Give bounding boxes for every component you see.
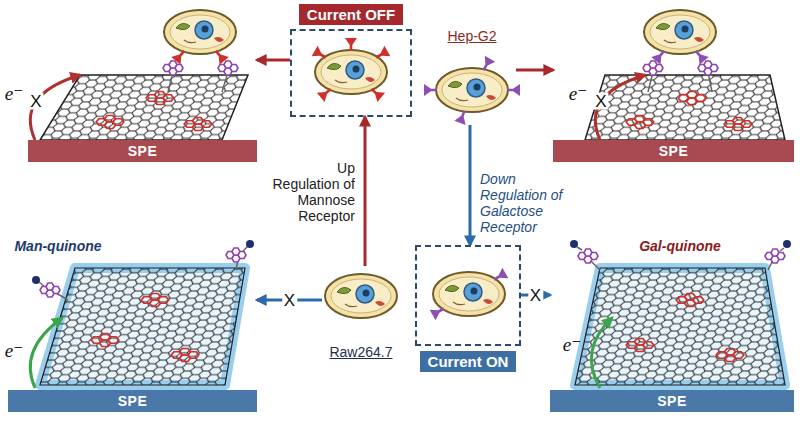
- electron-arrow: [591, 318, 612, 388]
- probe-label: Man-quinone: [14, 238, 101, 254]
- graphene-sheet: [40, 61, 248, 140]
- electrode-bar: SPE: [553, 140, 794, 162]
- graphene-sheet: [32, 240, 254, 385]
- state-panel: Current OFF: [290, 4, 412, 117]
- electrode-bar: SPE: [550, 390, 794, 412]
- electrode-bar: SPE: [28, 140, 257, 162]
- electrode-bar: SPE: [8, 390, 257, 412]
- dashed-frame: [290, 29, 412, 117]
- electron-label: e⁻: [5, 84, 23, 103]
- graphene-sheet: [570, 240, 791, 385]
- bound-cell: [644, 10, 716, 65]
- electron-label: e⁻: [569, 84, 587, 103]
- state-tab: Current ON: [420, 351, 517, 372]
- electron-label: e⁻: [563, 335, 581, 354]
- macrophage-cell: [325, 274, 397, 318]
- electrode-assembly: SPE: [550, 230, 794, 412]
- electron-arrow: [30, 318, 62, 388]
- regulation-arrow: [516, 69, 553, 72]
- block-mark: X: [593, 93, 608, 110]
- block-mark: X: [528, 287, 543, 304]
- electrode-assembly: SPE: [8, 230, 257, 412]
- electrode-assembly: SPE: [28, 0, 257, 162]
- edge-label: Down Regulation of Galactose Receptor: [480, 171, 576, 235]
- block-mark: X: [282, 292, 297, 309]
- regulation-arrow: [257, 59, 290, 62]
- probe-label: Gal-quinone: [639, 238, 721, 254]
- electrode-assembly: SPE: [553, 0, 794, 162]
- regulation-arrow: [469, 125, 472, 245]
- graphene-sheet: [585, 61, 785, 140]
- block-mark: X: [28, 93, 43, 110]
- cell-line: Raw264.7: [322, 266, 400, 360]
- cell-line: Hep-G2: [428, 28, 516, 125]
- state-tab: Current OFF: [299, 4, 403, 25]
- hepatocyte-cell: [430, 268, 509, 320]
- state-panel: Current ON: [415, 245, 521, 372]
- dashed-frame: [415, 245, 521, 346]
- bound-cell: [164, 10, 236, 65]
- hepatocyte-cell: [424, 56, 520, 125]
- macrophage-cell: [312, 38, 391, 102]
- cell-name: Hep-G2: [447, 28, 496, 44]
- edge-label: Up Regulation of Mannose Receptor: [267, 160, 355, 224]
- regulation-arrow: [364, 117, 367, 266]
- electron-label: e⁻: [5, 341, 23, 360]
- cell-name: Raw264.7: [329, 344, 392, 360]
